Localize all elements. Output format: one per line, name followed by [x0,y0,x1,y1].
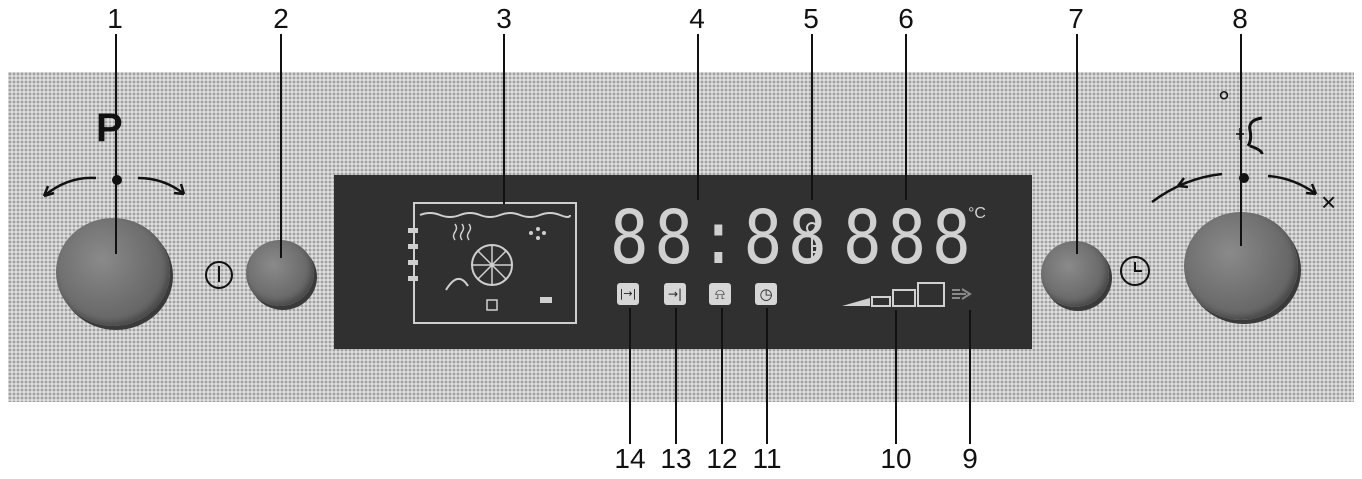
clock-function-icon: ◷ [755,283,777,305]
leader-line [905,34,907,200]
leader-line [503,34,505,204]
leader-line [629,308,631,444]
timer-button[interactable] [1041,241,1109,307]
leader-line [721,308,723,444]
callout-9: 9 [962,443,978,474]
callout-14: 14 [614,443,646,474]
callout-2: 2 [273,3,289,34]
leader-line [895,310,897,444]
temperature-unit: °C [968,205,986,222]
leader-line [1240,34,1242,246]
callout-4: 4 [689,3,705,34]
duration-icon: |→| [617,283,639,305]
leader-line [811,34,813,200]
leader-line [1076,34,1078,254]
callout-6: 6 [898,3,914,34]
off-marker: × [1321,187,1337,217]
leader-line [280,34,282,258]
callout-1: 1 [107,3,123,34]
program-symbol: P [96,106,123,150]
callout-3: 3 [496,3,512,34]
clock-icon [1120,256,1150,286]
leader-line [766,308,768,444]
temperature-display: 888 [843,196,977,282]
time-display: 88:88 [610,196,833,282]
callout-10: 10 [880,443,912,474]
leader-line [115,34,117,254]
callout-8: 8 [1232,3,1248,34]
program-knob[interactable] [56,218,170,326]
callout-13: 13 [660,443,692,474]
end-time-icon: →| [664,283,686,305]
callout-7: 7 [1068,3,1084,34]
callout-5: 5 [803,3,819,34]
bell-timer-icon: ⍾ [709,283,731,305]
callout-11: 11 [752,443,782,474]
leader-line [969,310,971,444]
callout-12: 12 [706,443,738,474]
oven-light-marker: ° [1218,86,1230,119]
leader-line [675,308,677,444]
power-icon [205,261,233,289]
power-icon-bar [218,266,220,282]
leader-line [697,34,699,200]
